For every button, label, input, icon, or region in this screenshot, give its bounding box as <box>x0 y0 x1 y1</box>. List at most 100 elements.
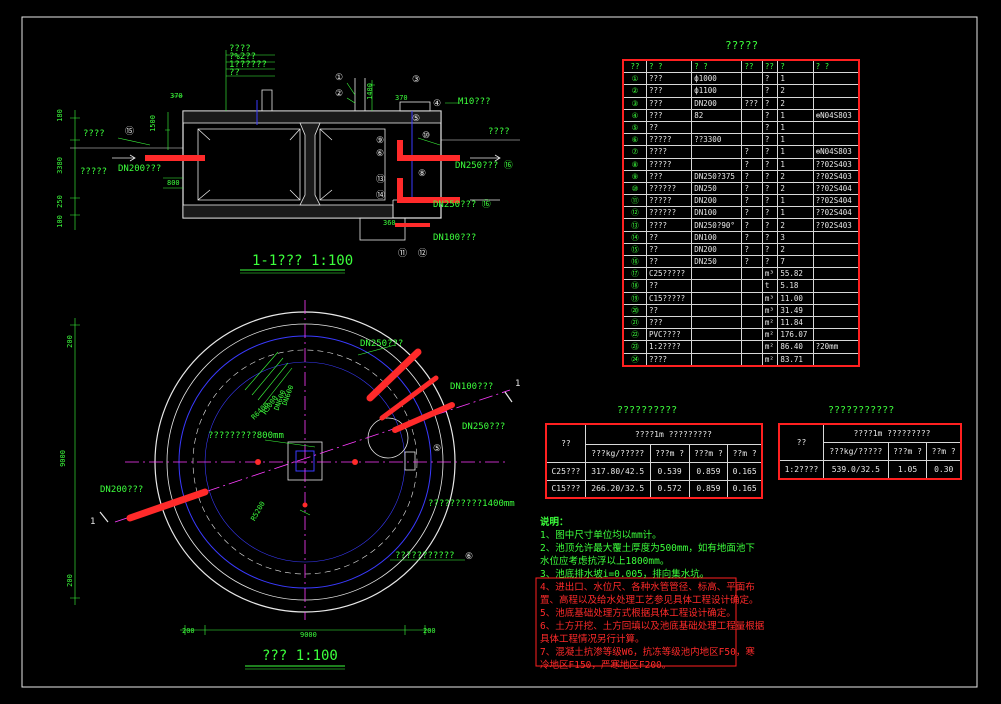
materials-cell: 31.49 <box>777 303 814 317</box>
materials-cell: ????? <box>645 194 693 208</box>
materials-cell: ?? <box>645 303 693 317</box>
materials-cell: 1 <box>777 145 814 159</box>
note-line: 6、土方开挖、土方回填以及池底基础处理工程量根据 <box>540 621 765 632</box>
materials-cell: 176.07 <box>777 328 814 342</box>
note-line-4: ?? <box>229 68 240 78</box>
concrete-r1-c1: 317.80/42.5 <box>584 461 651 481</box>
vent-pipe-1 <box>261 89 273 111</box>
mortar-sub-1: ???kg/????? <box>822 441 889 462</box>
materials-cell <box>812 96 860 110</box>
table-row: ①???ф1000?1 <box>622 72 860 86</box>
materials-cell: m³ <box>761 267 779 281</box>
label-dn200: DN200??? <box>118 164 162 174</box>
materials-cell: ф1000 <box>691 72 743 86</box>
materials-cell: ⑪ <box>622 194 647 208</box>
materials-cell: ⑰ <box>622 267 647 281</box>
concrete-r1-c3: 0.859 <box>688 461 729 481</box>
materials-cell <box>741 84 763 98</box>
dim-1400: 1400 <box>365 83 374 100</box>
materials-cell: 5.18 <box>777 279 814 293</box>
materials-cell <box>741 133 763 147</box>
materials-cell: 1 <box>777 194 814 208</box>
balloon-10: ⑩ <box>422 131 431 141</box>
materials-cell: ??? <box>645 315 693 330</box>
dim-100: 100 <box>55 215 64 228</box>
notes-lines: 1、图中尺寸单位均以mm计。2、池顶允许最大覆土厚度为500mm，如有地面池下水… <box>540 529 765 672</box>
mortar-mix-title: ??????????? <box>828 405 895 416</box>
plan-dimensions <box>70 318 430 635</box>
table-row: ⑭??DN100??3 <box>622 230 860 244</box>
materials-cell: 83.71 <box>777 352 814 367</box>
materials-cell <box>741 340 763 354</box>
materials-cell: ????? <box>645 157 693 171</box>
plan-balloon-6: ⑥ <box>465 552 474 562</box>
section-dimensions <box>70 80 375 230</box>
materials-cell: ㉑ <box>622 315 647 330</box>
materials-cell: ???? <box>645 352 693 367</box>
materials-cell: 2 <box>777 96 814 110</box>
materials-cell: ⑲ <box>622 291 647 305</box>
section-title: 1-1??? 1:100 <box>252 253 354 269</box>
balloon-6: ⑥ <box>376 149 385 159</box>
vent-pipe-2 <box>354 78 366 111</box>
materials-cell <box>691 120 743 135</box>
materials-cell: ① <box>622 72 647 86</box>
concrete-r2-c4: 0.165 <box>727 479 763 499</box>
materials-cell: 11.84 <box>777 315 814 330</box>
materials-cell <box>741 352 763 367</box>
materials-cell <box>691 303 743 317</box>
balloon-3: ③ <box>412 75 421 85</box>
materials-cell <box>812 133 860 147</box>
materials-cell <box>691 279 743 293</box>
materials-cell: DN200 <box>691 194 743 208</box>
materials-cell: ? <box>761 218 779 232</box>
table-row: ⑫??????DN100??1??02S404 <box>622 206 860 220</box>
concrete-mix-table: ?? ????1m ????????? ???kg/????? ???m ? ?… <box>545 423 763 499</box>
materials-cell <box>691 267 743 281</box>
label-left-top: ???? <box>83 129 105 139</box>
materials-cell: ⑳ <box>622 303 647 317</box>
concrete-r2-c2: 0.572 <box>649 479 690 499</box>
materials-header-cell: ? <box>777 59 814 74</box>
table-row: ⑮??DN200??2 <box>622 242 860 257</box>
materials-cell: DN100 <box>691 230 743 244</box>
materials-cell: ? <box>741 181 763 196</box>
materials-cell: ??02S404 <box>812 181 860 196</box>
materials-cell: ⑦ <box>622 145 647 159</box>
materials-cell: 55.82 <box>777 267 814 281</box>
concrete-sub-3: ???m ? <box>688 443 729 463</box>
materials-cell: ? <box>761 145 779 159</box>
materials-cell: ??3300 <box>691 133 743 147</box>
pipe-dn250-lower <box>397 178 460 203</box>
section-mark-left <box>99 511 109 523</box>
materials-cell: 2 <box>777 242 814 257</box>
materials-cell: ? <box>741 218 763 232</box>
materials-cell: ??02S403 <box>812 157 860 171</box>
materials-cell <box>812 72 860 86</box>
materials-cell: DN100 <box>691 206 743 220</box>
concrete-r2-c1: 266.20/32.5 <box>584 479 651 499</box>
inflow-arrow <box>112 154 136 162</box>
materials-cell: ㉓ <box>622 340 647 354</box>
mortar-sub-3: ??m ? <box>926 441 962 462</box>
materials-cell: ? <box>761 120 779 135</box>
materials-cell <box>691 315 743 330</box>
materials-cell <box>691 352 743 367</box>
materials-cell: m² <box>761 315 779 330</box>
materials-cell: ? <box>741 169 763 183</box>
ladder-plan <box>404 451 416 471</box>
materials-cell <box>741 72 763 86</box>
materials-cell: 2 <box>777 181 814 196</box>
materials-cell: 1 <box>777 133 814 147</box>
materials-cell <box>741 108 763 122</box>
chamber-right <box>319 128 386 201</box>
table-row: ②???ф1100?2 <box>622 84 860 98</box>
note-line-1: ???? <box>229 44 251 54</box>
materials-cell: DN200 <box>691 96 743 110</box>
materials-cell: ? <box>761 72 779 86</box>
plan-dim-200-left: 200 <box>182 627 195 635</box>
materials-cell: ② <box>622 84 647 98</box>
